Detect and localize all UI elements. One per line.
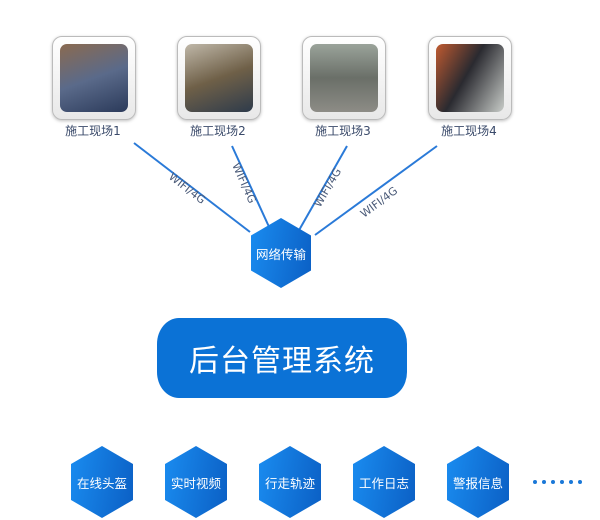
module-work-log[interactable]: 工作日志 (353, 446, 415, 518)
module-alarm-info[interactable]: 警报信息 (447, 446, 509, 518)
more-ellipsis (533, 480, 582, 484)
module-label: 警报信息 (452, 475, 503, 491)
link-line-2 (231, 145, 271, 230)
site-label-4: 施工现场4 (441, 124, 497, 138)
site-photo-4 (428, 36, 512, 120)
module-label: 在线头盔 (76, 475, 127, 491)
site-label-2: 施工现场2 (190, 124, 246, 138)
site-label-1: 施工现场1 (65, 124, 121, 138)
module-label: 实时视频 (170, 475, 221, 491)
site-photo-2 (177, 36, 261, 120)
link-label-1: WIFI/4G (166, 170, 208, 207)
link-line-3 (297, 145, 348, 233)
link-label-4: WIFI/4G (358, 184, 400, 220)
module-online-helmet[interactable]: 在线头盔 (71, 446, 133, 518)
module-walking-track[interactable]: 行走轨迹 (259, 446, 321, 518)
backend-label: 后台管理系统 (189, 344, 375, 379)
link-line-4 (314, 145, 438, 236)
backend-system-box: 后台管理系统 (157, 318, 407, 398)
link-label-2: WIFI/4G (229, 161, 258, 205)
link-line-1 (133, 142, 251, 233)
site-photo-3 (302, 36, 386, 120)
link-label-3: WIFI/4G (311, 166, 344, 210)
site-label-3: 施工现场3 (315, 124, 371, 138)
module-label: 行走轨迹 (264, 475, 315, 491)
module-label: 工作日志 (358, 475, 409, 491)
network-label: 网络传输 (255, 246, 306, 262)
site-photo-1 (52, 36, 136, 120)
